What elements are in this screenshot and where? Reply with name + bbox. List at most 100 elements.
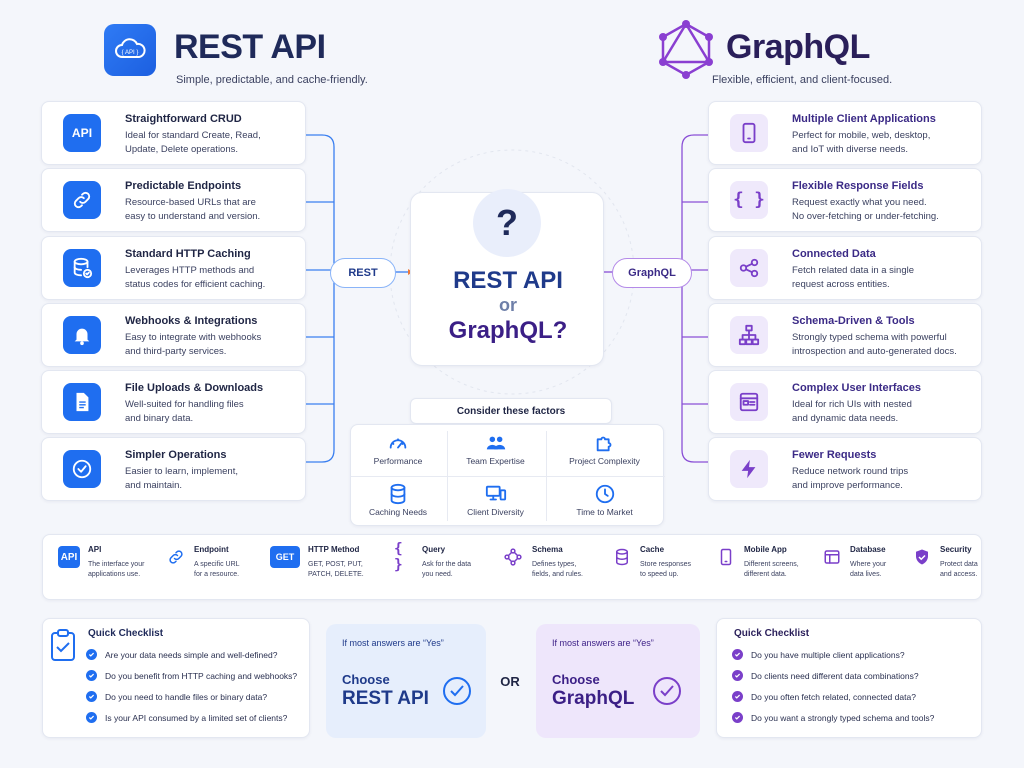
check-dot-icon xyxy=(732,649,743,660)
clipboard-icon xyxy=(51,629,75,661)
window-layout-icon xyxy=(730,383,768,421)
center-line-rest: REST API xyxy=(453,267,563,294)
factor-label: Client Diversity xyxy=(467,507,524,517)
graphql-feature-title: Connected Data xyxy=(792,248,876,260)
api-badge-icon: API xyxy=(63,114,101,152)
graphql-title: GraphQL xyxy=(726,28,870,66)
factor-caching-needs: Caching Needs xyxy=(350,483,446,517)
glossary-definition: Ask for the data you need. xyxy=(422,561,472,578)
checklist-item: Do clients need different data combinati… xyxy=(732,670,919,681)
rest-feature-desc: Resource-based URLs that are easy to und… xyxy=(125,197,261,222)
link-icon xyxy=(63,181,101,219)
glossary-term: Endpoint xyxy=(194,545,229,554)
checklist-question: Do clients need different data combinati… xyxy=(751,670,919,681)
graphql-checklist-title: Quick Checklist xyxy=(734,628,810,639)
checklist-item: Do you benefit from HTTP caching and web… xyxy=(86,670,297,681)
rest-feature-title: Predictable Endpoints xyxy=(125,180,242,192)
puzzle-icon xyxy=(545,432,664,456)
glossary-definition: Protect data and access. xyxy=(940,561,978,578)
factor-project-complexity: Project Complexity xyxy=(545,432,664,466)
graphql-verdict-card: If most answers are “Yes” Choose GraphQL xyxy=(536,624,700,738)
shield-icon xyxy=(912,546,932,568)
glossary-term: Cache xyxy=(640,545,665,554)
rest-feature-title: Webhooks & Integrations xyxy=(125,315,258,327)
checklist-item: Are your data needs simple and well-defi… xyxy=(86,649,277,660)
link-icon xyxy=(166,546,186,568)
check-dot-icon xyxy=(86,670,97,681)
check-circle-icon xyxy=(63,450,101,488)
factor-client-diversity: Client Diversity xyxy=(446,483,545,517)
glossary-term: Query xyxy=(422,545,446,554)
rest-pill: REST xyxy=(330,258,396,288)
rest-verdict-hint: If most answers are “Yes” xyxy=(342,638,444,648)
graphql-feature-desc: Perfect for mobile, web, desktop, and Io… xyxy=(792,130,931,155)
check-dot-icon xyxy=(86,712,97,723)
check-circle-icon xyxy=(653,677,681,705)
glossary-definition: Defines types, fields, and rules. xyxy=(532,561,583,578)
database-icon xyxy=(350,483,446,507)
graphql-feature-desc: Request exactly what you need. No over-f… xyxy=(792,197,939,222)
rest-feature-desc: Well-suited for handling files and binar… xyxy=(125,399,244,424)
clock-icon xyxy=(545,483,664,507)
schema-icon xyxy=(502,546,524,568)
glossary-definition: A specific URL for a resource. xyxy=(194,561,240,578)
center-question-card: ? REST API or GraphQL? xyxy=(410,189,604,366)
rest-logo: { API } xyxy=(104,24,156,76)
graphql-feature-title: Multiple Client Applications xyxy=(792,113,936,125)
bell-icon xyxy=(63,316,101,354)
braces-icon: { } xyxy=(730,181,768,219)
svg-text:{ API }: { API } xyxy=(122,50,139,56)
rest-feature-title: Straightforward CRUD xyxy=(125,113,242,125)
checklist-question: Is your API consumed by a limited set of… xyxy=(105,712,288,723)
center-line-graphql: GraphQL? xyxy=(448,317,568,344)
glossary-term: Schema xyxy=(532,545,563,554)
or-label: OR xyxy=(500,673,520,689)
checklist-question: Do you benefit from HTTP caching and web… xyxy=(105,670,298,681)
rest-checklist-title: Quick Checklist xyxy=(88,628,164,639)
graphql-feature-desc: Reduce network round trips and improve p… xyxy=(792,466,909,491)
glossary-term: Mobile App xyxy=(744,545,787,554)
rest-verdict-card: If most answers are “Yes” Choose REST AP… xyxy=(326,624,486,738)
question-mark: ? xyxy=(496,202,518,243)
graphql-feature-card xyxy=(708,101,982,165)
graphql-feature-desc: Fetch related data in a single request a… xyxy=(792,265,914,290)
get-badge-icon: GET xyxy=(270,546,300,568)
factors-title-box: Consider these factors xyxy=(410,398,612,424)
check-dot-icon xyxy=(86,691,97,702)
checklist-item: Do you need to handle files or binary da… xyxy=(86,691,267,702)
graphql-subtitle: Flexible, efficient, and client-focused. xyxy=(712,74,893,86)
graphql-feature-desc: Ideal for rich UIs with nested and dynam… xyxy=(792,399,912,424)
table-icon xyxy=(822,546,842,568)
glossary-definition: The interface your applications use. xyxy=(88,561,145,578)
glossary-term: Database xyxy=(850,545,886,554)
factor-label: Time to Market xyxy=(576,507,633,517)
rest-verdict-name: REST API xyxy=(342,688,429,709)
mobile-icon xyxy=(716,546,736,568)
checklist-question: Do you often fetch related, connected da… xyxy=(751,691,916,702)
checklist-item: Do you often fetch related, connected da… xyxy=(732,691,916,702)
factor-time-to-market: Time to Market xyxy=(545,483,664,517)
rest-feature-desc: Leverages HTTP methods and status codes … xyxy=(125,265,266,290)
graphql-checklist-card xyxy=(716,618,982,738)
factor-label: Team Expertise xyxy=(466,456,525,466)
lightning-icon xyxy=(730,450,768,488)
mobile-icon xyxy=(730,114,768,152)
check-circle-icon xyxy=(443,677,471,705)
factor-label: Performance xyxy=(373,456,423,466)
rest-feature-title: Standard HTTP Caching xyxy=(125,248,251,260)
factor-label: Caching Needs xyxy=(368,507,428,517)
graphql-feature-title: Fewer Requests xyxy=(792,449,877,461)
center-line-or: or xyxy=(499,295,517,315)
cloud-api-icon: { API } xyxy=(115,38,146,58)
glossary-term: Security xyxy=(940,545,972,554)
graphql-verdict-name: GraphQL xyxy=(552,688,635,709)
gauge-icon xyxy=(350,432,446,456)
glossary-term: API xyxy=(88,545,102,554)
graphql-feature-card xyxy=(708,437,982,501)
api-badge-icon: API xyxy=(58,546,80,568)
rest-feature-desc: Ideal for standard Create, Read, Update,… xyxy=(125,130,261,155)
database-icon xyxy=(612,546,632,568)
devices-icon xyxy=(446,483,545,507)
checklist-item: Do you have multiple client applications… xyxy=(732,649,905,660)
graphql-verdict-choose: Choose xyxy=(552,672,600,687)
